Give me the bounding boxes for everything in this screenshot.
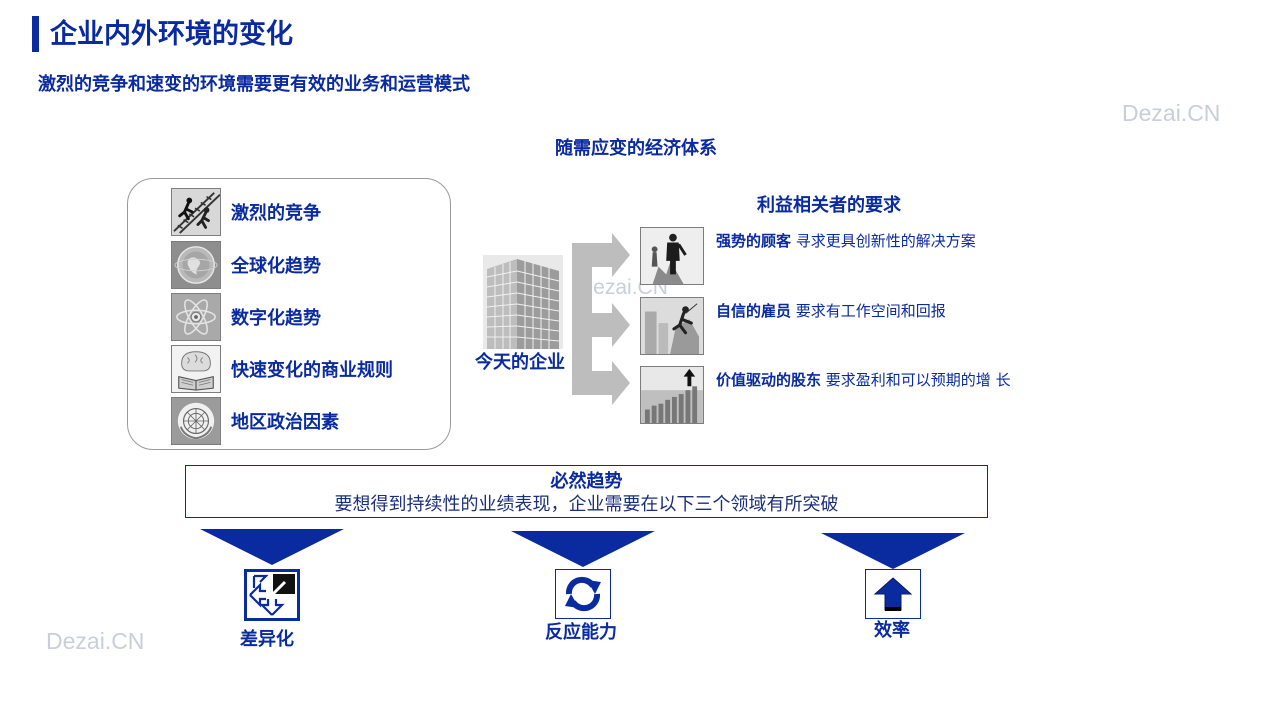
running-competitors-icon [171,188,221,236]
growth-bars-icon [640,366,704,424]
stakeholder-desc: 要求盈利和可以预期的增 长 [825,371,1011,389]
businessman-icon [640,227,704,285]
watermark-bottom-left: Dezai.CN [46,628,145,654]
stakeholder-text: 自信的雇员 要求有工作空间和回报 [716,301,946,321]
stakeholder-text: 强势的顾客 寻求更具创新性的解决方案 [716,231,976,251]
funnel-arrow-differentiation [200,529,344,565]
funnel-arrow-responsiveness [511,531,655,567]
factor-label: 数字化趋势 [231,308,321,329]
stakeholder-text: 价值驱动的股东 要求盈利和可以预期的增 长 [716,370,1011,390]
factor-item-business-rules: 快速变化的商业规则 [171,345,393,393]
globe-icon [171,241,221,289]
stakeholder-desc: 要求有工作空间和回报 [795,302,946,320]
inevitable-trend-box: 必然趋势 要想得到持续性的业绩表现，企业需要在以下三个领域有所突破 [185,465,988,518]
factor-label: 全球化趋势 [231,256,321,277]
page-subtitle: 激烈的竞争和速变的环境需要更有效的业务和运营模式 [38,74,470,95]
environment-factors-panel: 激烈的竞争 全球化趋势 数字化趋势 [127,178,451,450]
title-accent-bar [32,16,39,52]
trend-description: 要想得到持续性的业绩表现，企业需要在以下三个领域有所突破 [334,494,839,515]
area-label-differentiation: 差异化 [240,629,294,650]
stakeholder-name: 强势的顾客 [716,232,792,250]
watermark-top-right: Dezai.CN [1122,100,1221,126]
factor-item-digitalization: 数字化趋势 [171,293,321,341]
stakeholder-desc: 寻求更具创新性的解决方案 [795,232,976,250]
atom-icon [171,293,221,341]
area-label-efficiency: 效率 [874,620,910,641]
up-arrow-icon [865,569,921,619]
company-label: 今天的企业 [475,352,565,373]
area-label-responsiveness: 反应能力 [545,622,617,643]
branch-arrows [572,233,640,405]
funnel-arrow-efficiency [821,533,965,569]
stakeholders-heading: 利益相关者的要求 [757,195,901,216]
page-title: 企业内外环境的变化 [50,19,293,50]
center-heading: 随需应变的经济体系 [555,138,717,159]
stakeholder-name: 价值驱动的股东 [716,371,822,389]
skyscraper-icon [483,255,563,349]
trend-title: 必然趋势 [550,471,623,492]
brain-book-icon [171,345,221,393]
factor-label: 快速变化的商业规则 [231,360,393,381]
refresh-cycle-icon [555,569,611,619]
factor-item-politics: 地区政治因素 [171,397,339,445]
factor-item-competition: 激烈的竞争 [171,188,321,236]
factor-label: 激烈的竞争 [231,203,321,224]
factor-item-globalization: 全球化趋势 [171,241,321,289]
climber-icon [640,297,704,355]
stakeholder-name: 自信的雇员 [716,302,792,320]
differentiation-arrows-icon [244,569,300,621]
un-emblem-icon [171,397,221,445]
factor-label: 地区政治因素 [231,412,339,433]
